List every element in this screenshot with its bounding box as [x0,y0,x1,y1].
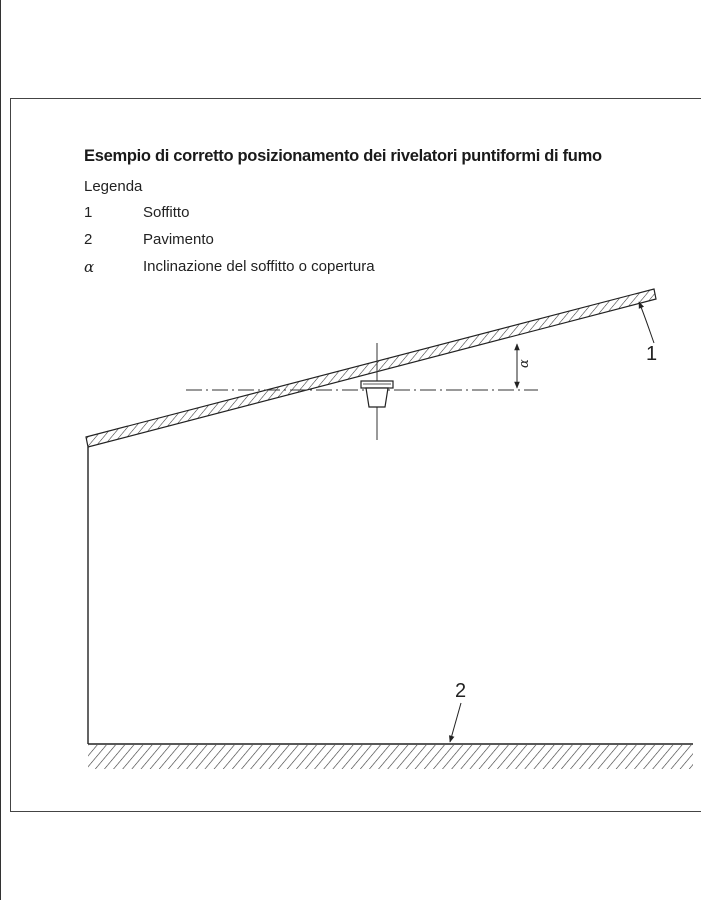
legend-description: Soffitto [143,204,190,221]
callout-ceiling-label: 1 [646,343,657,365]
legend-key: α [84,258,95,276]
angle-label: α [517,359,532,368]
figure-title: Esempio di corretto posizionamento dei r… [84,147,602,165]
legend-description: Inclinazione del soffitto o copertura [143,258,375,275]
legend-key: 2 [84,231,93,248]
callout-floor: 2 [449,680,466,743]
page-left-rule [0,0,1,900]
figure-panel [64,140,701,780]
legend-description: Pavimento [143,231,214,248]
floor-slab [88,743,693,769]
legend-key: 1 [84,204,93,221]
callout-floor-label: 2 [455,680,466,702]
angle-dimension: α [514,343,532,389]
legend-heading: Legenda [84,178,143,195]
ceiling-slab [85,288,657,448]
callout-ceiling: 1 [638,301,657,365]
smoke-detector-icon [360,380,394,408]
